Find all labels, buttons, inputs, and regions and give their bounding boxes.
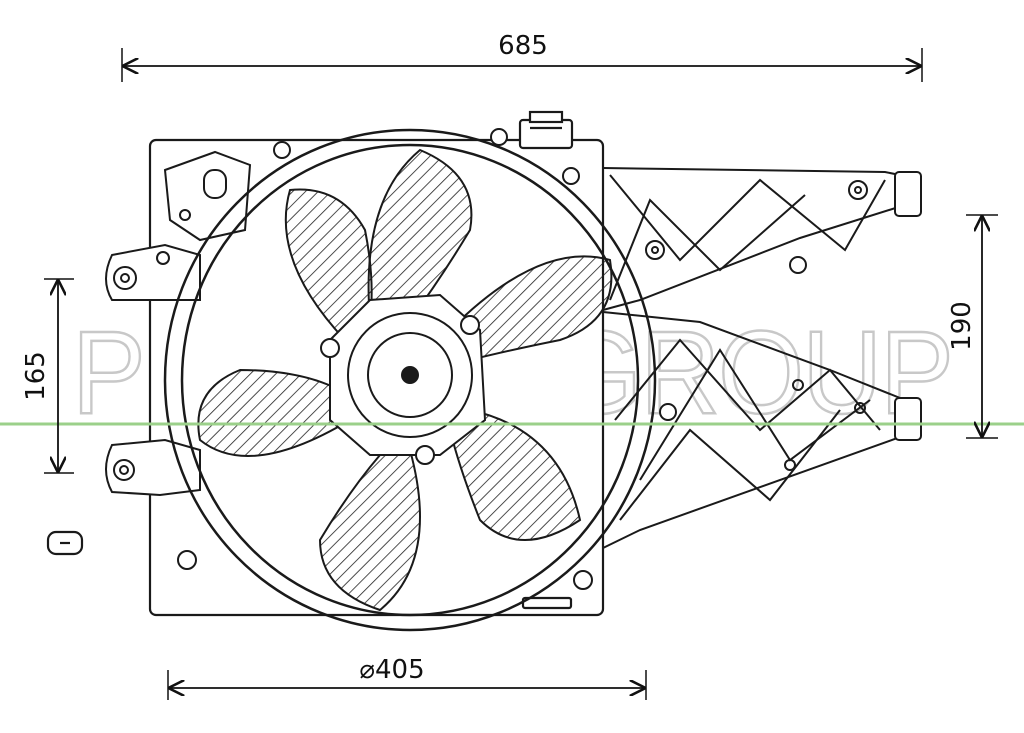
fan-blades [197,148,613,612]
motor-hub [320,293,487,465]
shroud-holes [156,128,593,590]
dimension-height-right-label: 190 [947,301,977,351]
dimension-width: 685 [121,31,923,82]
dimension-height-left: 165 [21,278,74,474]
mounting-lugs-left [105,150,252,497]
dimension-diameter-label: ⌀405 [359,655,424,685]
mounting-bracket-right [602,167,922,549]
dimension-width-label: 685 [498,31,548,61]
dimension-height-left-label: 165 [21,351,51,401]
connector-icon [46,530,84,556]
fan-ring [163,128,657,632]
dimension-diameter: ⌀405 [167,655,647,700]
electrical-connector [518,118,574,150]
dimension-height-right: 190 [947,214,998,439]
